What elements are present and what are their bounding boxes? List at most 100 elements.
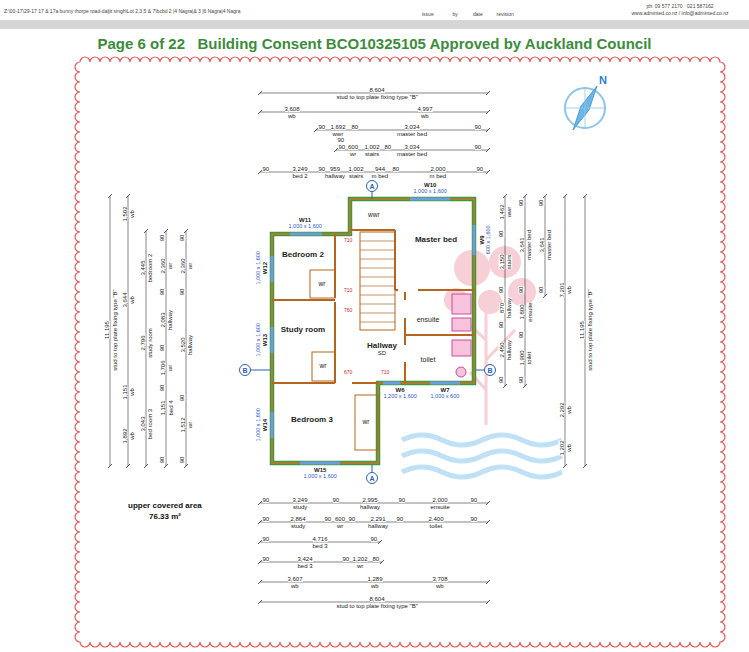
dimension-text: 90 [498, 322, 504, 329]
room-label: Bedroom 2 [280, 249, 326, 260]
dimension-text: 2,400 [429, 516, 444, 522]
dimension-text: master bed [526, 230, 532, 260]
dimension-text: 90 [159, 289, 165, 296]
dimension-text: 90 [349, 516, 356, 522]
window-tag: W15 [314, 467, 326, 473]
section-line [372, 192, 373, 200]
dimension-text: hallway [506, 340, 512, 360]
dimension-text: 80 [393, 166, 400, 172]
dimension-text: ensuite [526, 302, 532, 321]
watermark-logo [402, 246, 562, 477]
dimension-text: 1,202 [353, 556, 368, 562]
dimension-text: 90 [477, 166, 484, 172]
dimension-text: wb [566, 444, 572, 452]
dimension-tick [144, 229, 148, 233]
interior-wall [405, 334, 474, 336]
dimension-text: 1,151 [160, 400, 166, 415]
dimension-text: wb [566, 406, 572, 414]
room-label: ensuite [415, 315, 442, 325]
dimension-line [525, 196, 526, 386]
dimension-text: master bed [397, 131, 427, 137]
dimension-text: stairs [349, 173, 363, 179]
dimension-text: 90 [475, 144, 482, 150]
dimension-tick [486, 110, 490, 114]
dimension-text: 3,424 [298, 556, 313, 562]
dimension-text: bed 4 [167, 400, 173, 415]
dimension-text: toilet [430, 523, 443, 529]
dimension-text: hallway [368, 523, 388, 529]
compass-ring [565, 88, 605, 128]
dimension-text: 3,034 [405, 144, 420, 150]
dimension-text: 3,641 [519, 237, 525, 252]
dimension-text: 2,083 [160, 312, 166, 327]
window-mark [271, 412, 274, 438]
wc-fixture [452, 340, 471, 356]
dimension-line [128, 196, 129, 466]
window-tag: W7 [441, 387, 450, 393]
dimension-text: 80 [352, 124, 359, 130]
section-line [476, 370, 485, 371]
stair-tread [360, 295, 395, 296]
dimension-text: wb [129, 388, 135, 396]
room-label: HallwaySD [365, 340, 399, 358]
dimension-text: 3,043 [140, 416, 146, 431]
shower-fixture [452, 294, 471, 314]
dimension-text: 90 [397, 516, 404, 522]
fixture-label: wwr [368, 212, 380, 219]
dimension-text: stairs [506, 255, 512, 269]
dimension-tick [486, 600, 490, 604]
dimension-text: 90 [263, 536, 270, 542]
dimension-text: 90 [263, 166, 270, 172]
dimension-text: hallway [167, 310, 173, 330]
dimension-tick [258, 540, 262, 544]
dimension-tick [503, 384, 507, 388]
window-size: 600 x 1,600 [485, 225, 491, 254]
stair-tread [360, 250, 395, 251]
dimension-text: 2,000 [431, 166, 446, 172]
dimension-text: 90 [338, 137, 345, 143]
dimension-text: wr [337, 523, 343, 529]
dimension-text: bed 3 [313, 543, 328, 549]
dimension-tick [486, 128, 490, 132]
room-name: toilet [421, 356, 436, 364]
dimension-tick [258, 170, 262, 174]
dimension-text: 3,641 [539, 237, 545, 252]
stair-tread [360, 304, 395, 305]
dimension-text: 2,796 [140, 335, 146, 350]
door-size: 710 [381, 370, 389, 375]
dimension-tick [164, 464, 168, 468]
dimension-tick [380, 560, 384, 564]
stair-outline [360, 232, 395, 330]
dimension-text: 90 [159, 235, 165, 242]
dimension-text: 2,000 [433, 497, 448, 503]
dimension-text: 959 [330, 166, 340, 172]
stair-tread [360, 241, 395, 242]
fixture-label: wr [363, 419, 370, 426]
dimension-text: wr [167, 263, 173, 269]
interior-wall [404, 292, 406, 300]
header-text: date [473, 12, 483, 17]
room-label: Master bed [413, 234, 459, 245]
dimension-text: wb [129, 210, 135, 218]
dimension-text: 3,520 [180, 337, 186, 352]
window-mark [271, 327, 274, 353]
page-title: Page 6 of 22 Building Consent BCO1032510… [0, 36, 749, 51]
dimension-text: wb [129, 432, 135, 440]
dimension-tick [334, 148, 338, 152]
dimension-tick [258, 501, 262, 505]
dimension-text: 80 [385, 144, 392, 150]
dimension-text: 1,800 [519, 304, 525, 319]
dimension-tick [486, 501, 490, 505]
dimension-text: 2,995 [363, 497, 378, 503]
dimension-text: 90 [333, 497, 340, 503]
dimension-text: study [291, 523, 305, 529]
dimension-text: 90 [179, 235, 185, 242]
dimension-tick [126, 194, 130, 198]
compass-axis [585, 88, 586, 128]
dimension-text: wr [187, 422, 193, 428]
wardrobe-outline [312, 352, 335, 381]
stair-tread [360, 268, 395, 269]
section-marker: B [243, 367, 248, 374]
revision-cloud [75, 57, 725, 647]
dimension-text: 3,249 [293, 497, 308, 503]
